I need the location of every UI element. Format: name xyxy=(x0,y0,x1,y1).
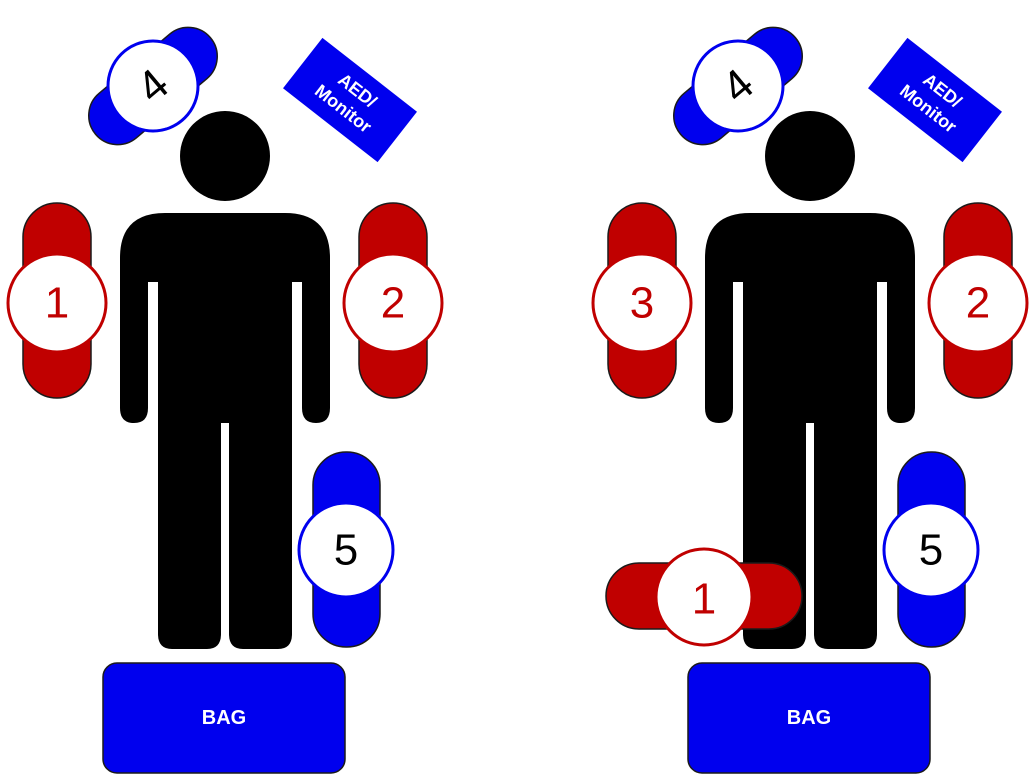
rescuer-4-circle xyxy=(691,39,785,133)
rescuer-1-label: 1 xyxy=(45,279,69,328)
bag-label: BAG xyxy=(202,707,246,729)
rescuer-1: 1 xyxy=(605,547,803,647)
left-layout-diagram: 4 AED/ Monitor 1 2 5 BAG xyxy=(6,26,444,774)
rescuer-3-circle xyxy=(591,252,693,354)
patient-body xyxy=(120,213,330,649)
rescuer-1: 1 xyxy=(6,202,108,399)
aed-monitor-box xyxy=(868,37,1002,163)
right-layout-diagram: 4 AED/ Monitor 3 2 5 xyxy=(591,26,1029,774)
rescuer-2-label: 2 xyxy=(966,279,990,328)
aed-monitor: AED/ Monitor xyxy=(868,37,1002,163)
rescuer-4-circle xyxy=(106,39,200,133)
rescuer-4: 4 xyxy=(673,26,803,146)
rescuer-5: 5 xyxy=(297,451,395,648)
bag: BAG xyxy=(102,662,346,774)
patient-body xyxy=(705,213,915,649)
patient-figure xyxy=(120,111,330,649)
rescuer-5-label: 5 xyxy=(334,526,358,575)
bag-box xyxy=(102,662,346,774)
bag-box xyxy=(687,662,931,774)
rescuer-2-label: 2 xyxy=(381,279,405,328)
rescuer-3: 3 xyxy=(591,202,693,399)
rescuer-5-label: 5 xyxy=(919,526,943,575)
patient-head xyxy=(180,111,270,201)
rescuer-1-label: 1 xyxy=(692,575,716,624)
bag-label: BAG xyxy=(787,707,831,729)
rescuer-2-circle xyxy=(927,252,1029,354)
aed-monitor: AED/ Monitor xyxy=(283,37,417,163)
patient-head xyxy=(765,111,855,201)
rescuer-2: 2 xyxy=(342,202,444,399)
rescuer-1-circle xyxy=(654,547,754,647)
patient-figure xyxy=(705,111,915,649)
rescuer-5-circle xyxy=(882,501,980,599)
aed-monitor-box xyxy=(283,37,417,163)
rescuer-2-circle xyxy=(342,252,444,354)
right-layout-panel: 4 AED/ Monitor 3 2 5 xyxy=(585,0,1029,782)
left-layout-panel: 4 AED/ Monitor 1 2 5 BAG xyxy=(0,0,500,782)
rescuer-2: 2 xyxy=(927,202,1029,399)
rescuer-3-label: 3 xyxy=(630,279,654,328)
rescuer-5-circle xyxy=(297,501,395,599)
bag: BAG xyxy=(687,662,931,774)
rescuer-4: 4 xyxy=(88,26,218,146)
rescuer-1-circle xyxy=(6,252,108,354)
rescuer-5: 5 xyxy=(882,451,980,648)
